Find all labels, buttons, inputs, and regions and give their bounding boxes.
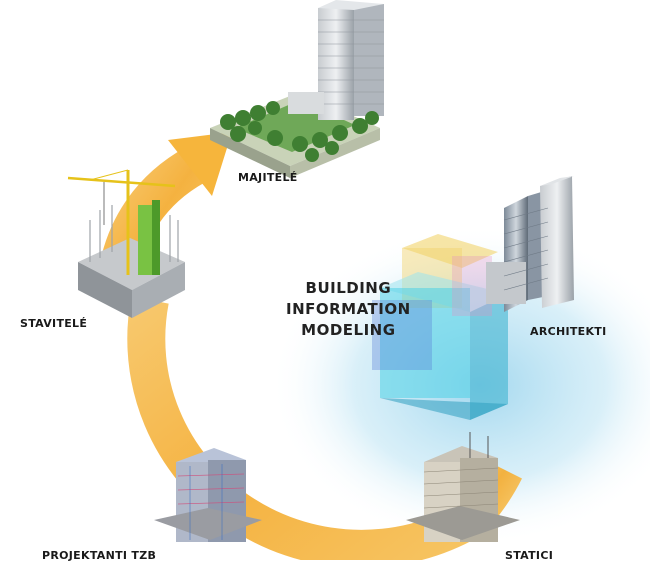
title-line-2: INFORMATION (286, 300, 411, 318)
structural-building-icon (406, 432, 520, 542)
arrow-head (168, 132, 232, 196)
skyscraper-icon (486, 176, 574, 312)
label-builders: STAVITELÉ (20, 317, 88, 330)
label-architects: ARCHITEKTI (530, 325, 607, 338)
label-structural: STATICI (505, 549, 554, 562)
label-mep-designers: PROJEKTANTI TZB (42, 549, 157, 562)
crane-icon (67, 169, 185, 318)
title-line-1: BUILDING (305, 279, 392, 297)
title-line-3: MODELING (301, 321, 396, 339)
glass-cube-icon (372, 234, 508, 420)
diagram-title: BUILDING INFORMATION MODELING (286, 278, 411, 341)
mep-building-icon (154, 448, 262, 542)
label-owners: MAJITELÉ (238, 171, 298, 184)
office-tower-icon (210, 0, 384, 178)
